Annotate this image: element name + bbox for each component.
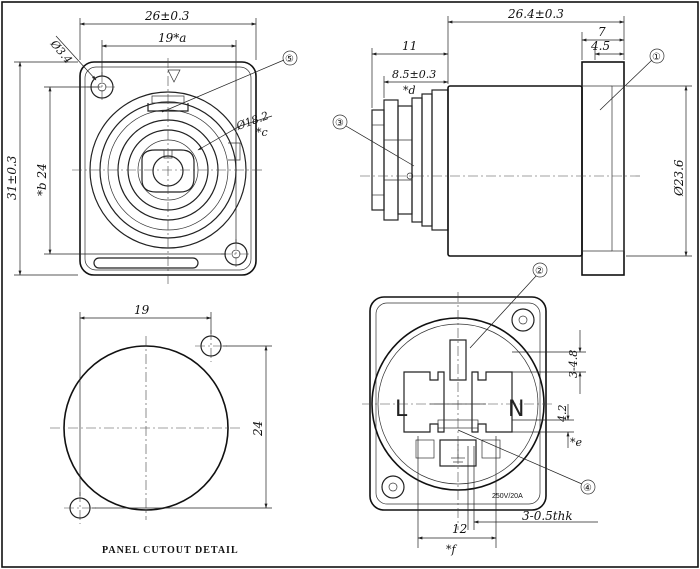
dim-a-19: 19*a [158, 31, 186, 45]
rear-dim-12: 12 [452, 522, 467, 536]
cutout-dim-19: 19 [134, 303, 150, 317]
latch-triangle [167, 69, 181, 83]
rear-view: L N 250V/20A 3-4.8 4.2 *e [362, 262, 598, 556]
callout-3: ③ [335, 118, 344, 129]
dim-4-5: 4.5 [590, 39, 610, 53]
side-dims: 26.4±0.3 7 4.5 11 8.5±0.3 *d Ø23.6 ① ③ [332, 7, 692, 257]
callout-2: ② [535, 266, 544, 277]
mark-e: *e [570, 436, 583, 449]
dim-11: 11 [402, 39, 417, 53]
pin-l-label: L [395, 397, 408, 422]
dim-width-26: 26±0.3 [144, 9, 190, 23]
mark-f: *f [446, 543, 458, 556]
panel-cutout: 19 24 PANEL CUTOUT DETAIL [50, 303, 272, 556]
side-flange [581, 61, 625, 276]
rear-dim-3-4-8: 3-4.8 [567, 350, 580, 378]
side-body [447, 85, 583, 257]
dim-b-24: *b 24 [35, 163, 49, 196]
rear-dim-4-2: 4.2 [556, 405, 569, 424]
cutout-dim-24: 24 [251, 421, 265, 437]
dim-dia-23-6: Ø23.6 [672, 159, 686, 197]
panel-cutout-title: PANEL CUTOUT DETAIL [102, 545, 239, 556]
mark-d: *d [403, 84, 416, 97]
mark-c: *c [256, 126, 268, 139]
callout-5: ⑤ [285, 54, 294, 65]
rear-thk: 3-0.5thk [522, 509, 573, 523]
pin-n-label: N [508, 397, 524, 422]
front-view [72, 58, 265, 284]
dim-8-5: 8.5±0.3 [392, 68, 436, 81]
bottom-slot [93, 257, 199, 269]
dim-depth-26-4: 26.4±0.3 [507, 7, 564, 21]
dim-7: 7 [598, 25, 606, 39]
callout-4: ④ [583, 483, 592, 494]
front-dims: 26±0.3 19*a Ø3.4 31±0.3 *b 24 Ø18.2 *c ⑤ [5, 9, 298, 276]
dim-height-31: 31±0.3 [5, 155, 19, 200]
rating-label: 250V/20A [492, 493, 523, 500]
side-view [360, 61, 640, 276]
callout-1: ① [652, 52, 661, 63]
